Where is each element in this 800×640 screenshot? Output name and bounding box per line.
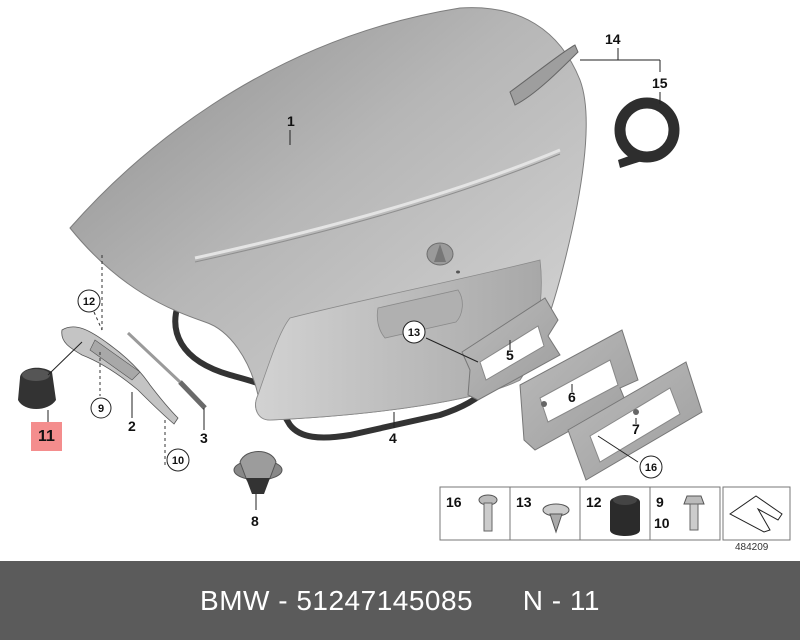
rubber-buffer xyxy=(18,367,56,409)
legend-label-12: 12 xyxy=(586,494,602,510)
leader-16 xyxy=(597,435,639,463)
callout-14: 14 xyxy=(605,31,621,47)
bolt-icon xyxy=(683,495,705,531)
callout-3: 3 xyxy=(200,430,208,446)
svg-text:16: 16 xyxy=(645,462,657,474)
legend-label-10: 10 xyxy=(654,515,670,531)
callout-13: 13 xyxy=(402,320,426,344)
callout-9: 9 xyxy=(90,397,112,419)
screw-icon xyxy=(478,494,498,532)
trunk-hinge xyxy=(61,326,179,425)
plate-bracket-6 xyxy=(519,329,639,451)
diagram-number: 484209 xyxy=(735,542,769,553)
footer-part-info: BMW - 51247145085 N - 11 xyxy=(200,584,600,616)
plate-bracket-7 xyxy=(567,361,703,481)
parts-diagram: 1 14 15 5 6 7 4 2 3 8 12 9 10 13 16 16 1… xyxy=(18,7,791,541)
cap-icon xyxy=(610,495,640,536)
callout-5: 5 xyxy=(506,347,514,363)
rear-spoiler xyxy=(509,44,579,106)
callout-10: 10 xyxy=(166,448,190,472)
adhesive-tape-roll xyxy=(614,97,680,168)
callout-6: 6 xyxy=(568,389,576,405)
callout-8: 8 xyxy=(251,513,259,529)
plate-bracket-5 xyxy=(461,297,561,401)
lock-buffer xyxy=(233,451,283,494)
callout-7: 7 xyxy=(632,421,640,437)
gas-strut xyxy=(126,331,207,410)
legend-label-9: 9 xyxy=(656,494,664,510)
callout-16: 16 xyxy=(639,455,663,479)
footer-bar: BMW - 51247145085 N - 11 xyxy=(0,561,800,640)
legend-label-16: 16 xyxy=(446,494,462,510)
svg-text:9: 9 xyxy=(98,403,104,415)
legend-label-13: 13 xyxy=(516,494,532,510)
callout-11-highlighted: 11 xyxy=(38,428,55,445)
svg-text:10: 10 xyxy=(172,455,184,467)
svg-text:13: 13 xyxy=(408,327,420,339)
callout-2: 2 xyxy=(128,418,136,434)
legend xyxy=(439,486,791,541)
callout-1: 1 xyxy=(287,113,295,129)
leader-13 xyxy=(425,337,479,363)
leader-11 xyxy=(47,341,83,376)
callout-12: 12 xyxy=(77,289,101,313)
callout-4: 4 xyxy=(389,430,397,446)
callout-15: 15 xyxy=(652,75,668,91)
svg-text:12: 12 xyxy=(83,296,95,308)
highlight-marker xyxy=(31,422,62,451)
dash-line-12 xyxy=(93,311,103,331)
clip-icon xyxy=(542,503,570,534)
reference-arrow-icon xyxy=(722,486,791,541)
